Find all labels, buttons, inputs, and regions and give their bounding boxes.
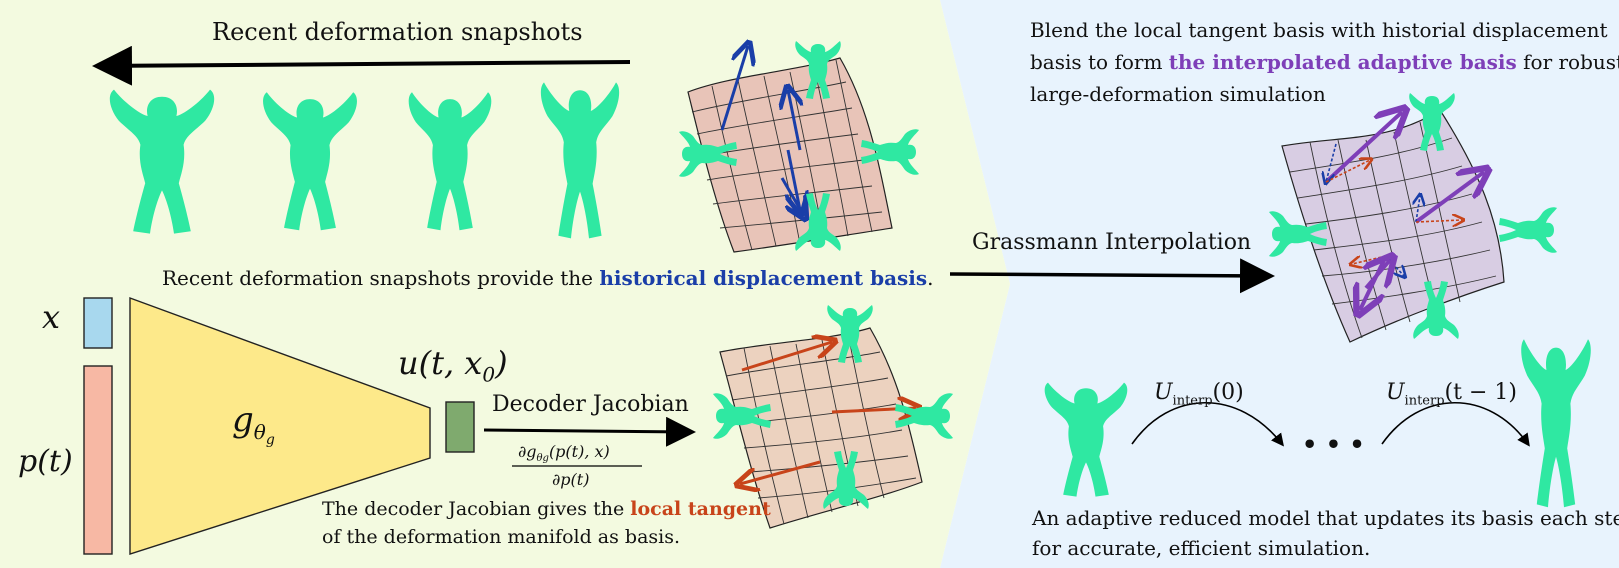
- snapshots-caption-pre: Recent deformation snapshots provide the: [162, 266, 600, 290]
- u1-arg: (t − 1): [1444, 380, 1517, 405]
- local-tangent-patch: [713, 305, 953, 529]
- u1-u: U: [1386, 380, 1405, 405]
- sequence-ellipsis: • • •: [1302, 430, 1365, 459]
- grassmann-label: Grassmann Interpolation: [972, 230, 1252, 255]
- blend-line2: basis to form the interpolated adaptive …: [1030, 50, 1619, 74]
- adaptive-basis-highlight: the interpolated adaptive basis: [1168, 50, 1517, 74]
- jacobian-numerator: ∂gθg(p(t), x): [518, 442, 610, 464]
- blend-line2-pre: basis to form: [1030, 50, 1169, 74]
- snapshots-arrow: [92, 45, 631, 86]
- input-p-block: [83, 365, 113, 555]
- u-interp-t-arrow: [1381, 402, 1530, 447]
- input-x-label: x: [42, 298, 61, 336]
- interpolated-adaptive-patch: [1269, 93, 1557, 343]
- output-u: u(t, x: [398, 344, 483, 382]
- adaptive-line1: An adaptive reduced model that updates i…: [1032, 506, 1619, 530]
- snapshots-caption: Recent deformation snapshots provide the…: [162, 266, 934, 290]
- output-label: u(t, x0): [398, 344, 508, 386]
- input-p-label: p(t): [18, 444, 73, 479]
- grassmann-arrow: [949, 258, 1275, 294]
- jacobian-num-sub: θg: [536, 453, 549, 465]
- decoder-theta: θ: [253, 419, 266, 444]
- decoder-caption-line1: The decoder Jacobian gives the local tan…: [322, 498, 771, 520]
- output-sub: 0: [482, 362, 496, 387]
- output-close: ): [495, 344, 508, 382]
- u0-arg: (0): [1212, 380, 1244, 405]
- decoder-sub-g: g: [265, 431, 275, 448]
- decoder-caption-pre: The decoder Jacobian gives the: [322, 498, 631, 520]
- u1-sub: interp: [1404, 393, 1445, 409]
- u0-u: U: [1154, 380, 1173, 405]
- input-x-block: [83, 297, 113, 349]
- snapshots-title: Recent deformation snapshots: [212, 18, 583, 46]
- jacobian-num-d: ∂g: [518, 442, 537, 461]
- local-tangent-highlight: local tangent: [630, 498, 771, 520]
- historical-displacement-patch: [679, 41, 919, 253]
- u-interp-0-label: Uinterp(0): [1154, 380, 1244, 408]
- u0-sub: interp: [1172, 393, 1213, 409]
- decoder-caption-line2: of the deformation manifold as basis.: [322, 526, 681, 548]
- decoder-jacobian-label: Decoder Jacobian: [492, 392, 689, 417]
- decoder-trapezoid: [129, 296, 431, 555]
- output-block: [445, 401, 475, 453]
- snapshots-caption-post: .: [927, 266, 934, 290]
- decoder-symbol: gθg: [232, 400, 275, 448]
- jacobian-denominator: ∂p(t): [552, 470, 590, 489]
- u-interp-0-arrow: [1131, 402, 1284, 447]
- blend-line2-post: for robust: [1516, 50, 1619, 74]
- historical-basis-highlight: historical displacement basis: [599, 266, 928, 290]
- decoder-g: g: [232, 400, 254, 440]
- decoder-jacobian-arrow: [483, 416, 696, 447]
- blend-line1: Blend the local tangent basis with histo…: [1030, 18, 1608, 42]
- jacobian-num-args: (p(t), x): [548, 442, 610, 461]
- adaptive-line2: for accurate, efficient simulation.: [1032, 536, 1371, 560]
- blend-line3: large-deformation simulation: [1030, 82, 1326, 106]
- u-interp-t-label: Uinterp(t − 1): [1386, 380, 1517, 408]
